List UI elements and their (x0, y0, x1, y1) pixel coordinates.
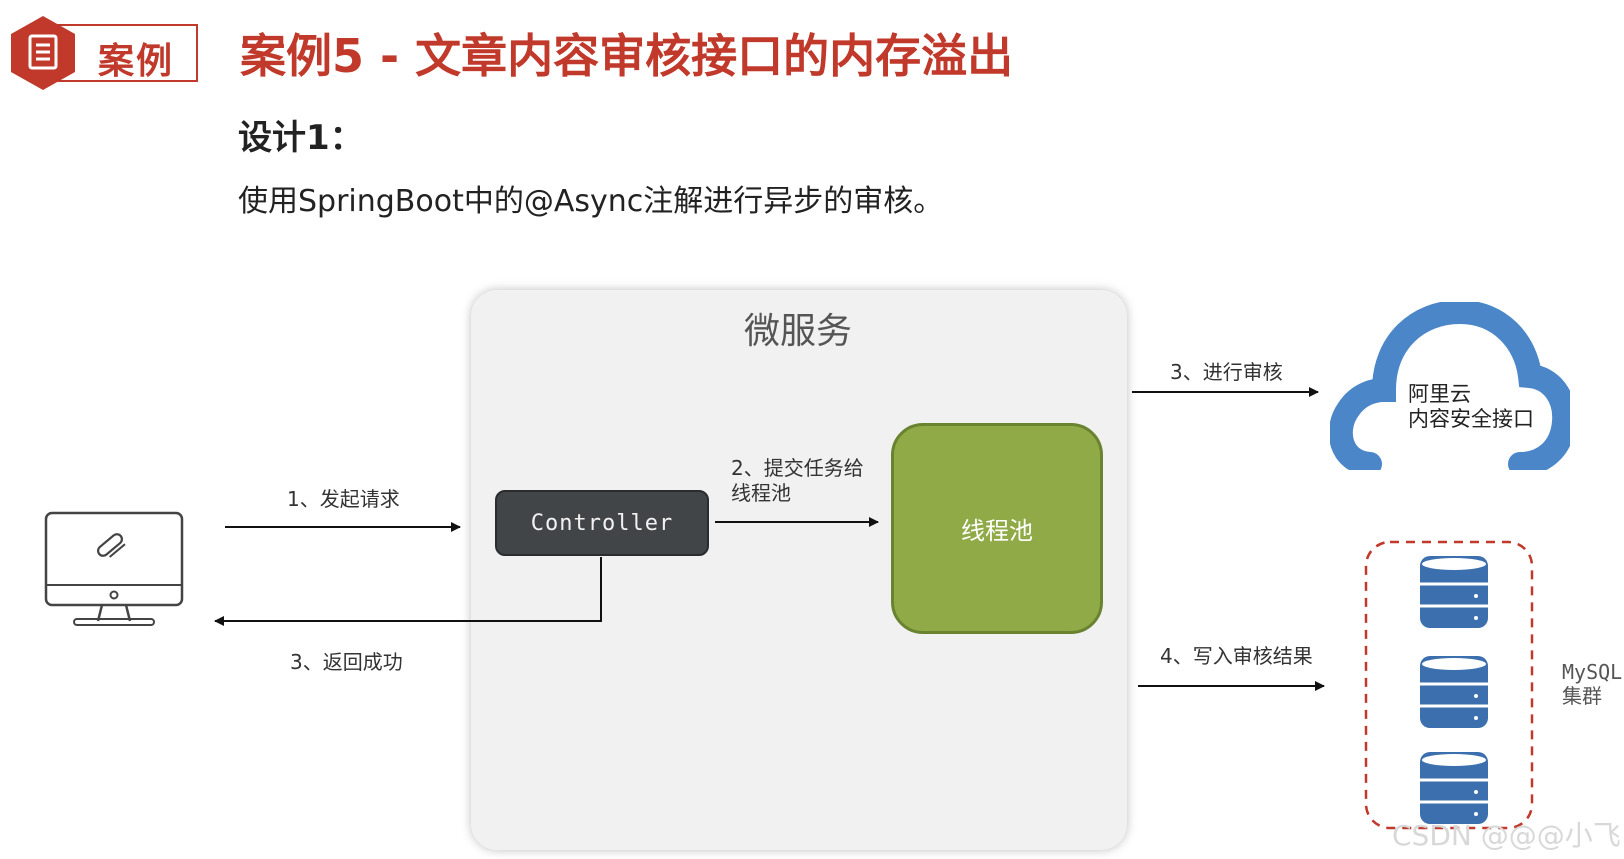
cloud-icon (1330, 302, 1570, 470)
computer-monitor-icon (44, 511, 184, 626)
database-icon-1 (1420, 556, 1488, 628)
return-arrow (214, 557, 602, 626)
aliyun-label-line2: 内容安全接口 (1408, 407, 1534, 431)
mysql-cluster-group (1364, 540, 1534, 830)
audit-label: 3、进行审核 (1170, 360, 1283, 384)
database-icon-2 (1420, 656, 1488, 728)
document-icon (11, 16, 75, 90)
aliyun-label-line1: 阿里云 (1408, 382, 1471, 406)
design-subtitle: 设计1： (238, 118, 364, 158)
microservice-title: 微服务 (744, 311, 853, 352)
database-icon-3 (1420, 752, 1488, 824)
design-description: 使用SpringBoot中的@Async注解进行异步的审核。 (238, 184, 944, 219)
submit-task-label: 2、提交任务给 线程池 (731, 456, 864, 506)
page-title: 案例5 - 文章内容审核接口的内存溢出 (240, 29, 1014, 83)
mysql-label-line2: 集群 (1562, 684, 1602, 708)
aliyun-label: 阿里云 内容安全接口 (1408, 382, 1534, 432)
case-badge-label: 案例 (98, 41, 175, 82)
thread-pool-box: 线程池 (891, 423, 1103, 634)
mysql-label-line1: MySQL (1562, 660, 1623, 684)
return-success-label: 3、返回成功 (290, 650, 403, 674)
submit-task-label-line1: 2、提交任务给 (731, 456, 864, 480)
write-result-label: 4、写入审核结果 (1160, 644, 1313, 668)
cluster-dashed-border (1364, 540, 1534, 830)
request-label: 1、发起请求 (287, 487, 400, 511)
controller-box: Controller (495, 490, 709, 556)
submit-task-label-line2: 线程池 (731, 481, 791, 505)
mysql-cluster-label: MySQL 集群 (1562, 660, 1622, 708)
csdn-watermark: CSDN @@@小飞 (1392, 819, 1621, 852)
